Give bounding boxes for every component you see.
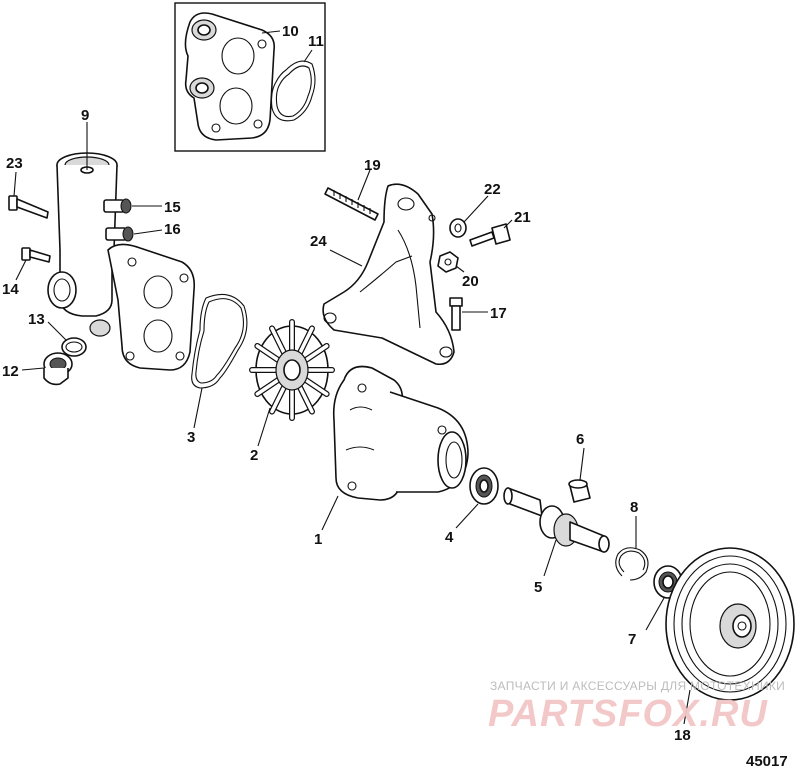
callout-24: 24 (310, 233, 327, 250)
part-2-impeller[interactable] (249, 319, 335, 421)
part-6-bushing[interactable] (568, 479, 591, 503)
part-17-bolt[interactable] (449, 297, 463, 331)
part-14-screw[interactable] (21, 247, 51, 263)
part-1-pump-housing[interactable] (332, 365, 469, 501)
part-8-snap-ring[interactable] (615, 547, 649, 581)
callout-15: 15 (164, 199, 181, 216)
callout-14: 14 (2, 281, 19, 298)
callout-19: 19 (364, 157, 381, 174)
callout-18: 18 (674, 727, 691, 744)
callout-9: 9 (81, 107, 89, 124)
part-13-o-ring[interactable] (61, 337, 87, 357)
callout-11: 11 (308, 33, 324, 50)
callout-16: 16 (164, 221, 181, 238)
part-11-gasket[interactable] (270, 60, 316, 122)
part-21-bolt[interactable] (469, 223, 511, 247)
impeller-blade-face (255, 378, 280, 396)
inset-box: 10 11 (174, 2, 326, 152)
impeller-blade-face (298, 326, 314, 355)
part-5-shaft[interactable] (503, 487, 610, 553)
impeller-blade-face (270, 385, 286, 414)
callout-7: 7 (628, 631, 636, 648)
part-4-seal[interactable] (469, 467, 499, 505)
impeller-blade-face (255, 344, 280, 362)
part-23-bolt[interactable] (8, 195, 49, 219)
watermark: ЗАПЧАСТИ И АКСЕССУАРЫ ДЛЯ МОТОТЕХНИКИ PA… (488, 679, 785, 735)
watermark-tagline: ЗАПЧАСТИ И АКСЕССУАРЫ ДЛЯ МОТОТЕХНИКИ (490, 679, 785, 693)
callout-8: 8 (630, 499, 638, 516)
callout-2: 2 (250, 447, 258, 464)
part-22-washer[interactable] (449, 218, 467, 238)
callout-12: 12 (2, 363, 19, 380)
part-19-stud[interactable] (324, 187, 379, 221)
impeller-blade-face (304, 378, 329, 396)
part-24-bracket[interactable] (322, 183, 455, 366)
watermark-brand: PARTSFOX.RU (488, 693, 768, 735)
callout-22: 22 (484, 181, 501, 198)
part-3-gasket[interactable] (191, 293, 248, 389)
figure-number: 45017 (746, 753, 788, 770)
callout-4: 4 (445, 529, 454, 546)
callout-17: 17 (490, 305, 507, 322)
part-20-nut[interactable] (437, 251, 459, 273)
impeller-blade-face (298, 385, 314, 414)
part-9-housing-assembly[interactable] (47, 152, 196, 371)
impeller-blade-face (270, 326, 286, 355)
impeller-blade-face (304, 344, 329, 362)
callout-1: 1 (314, 531, 322, 548)
callout-5: 5 (534, 579, 542, 596)
callout-20: 20 (462, 273, 479, 290)
part-10-cover-plate[interactable] (184, 12, 276, 141)
callout-21: 21 (514, 209, 531, 226)
part-12-drain-plug[interactable] (43, 352, 73, 386)
callout-3: 3 (187, 429, 195, 446)
callout-10: 10 (282, 23, 299, 40)
callout-13: 13 (28, 311, 45, 328)
part-18-pulley[interactable] (665, 547, 795, 701)
callout-23: 23 (6, 155, 23, 172)
callout-6: 6 (576, 431, 584, 448)
